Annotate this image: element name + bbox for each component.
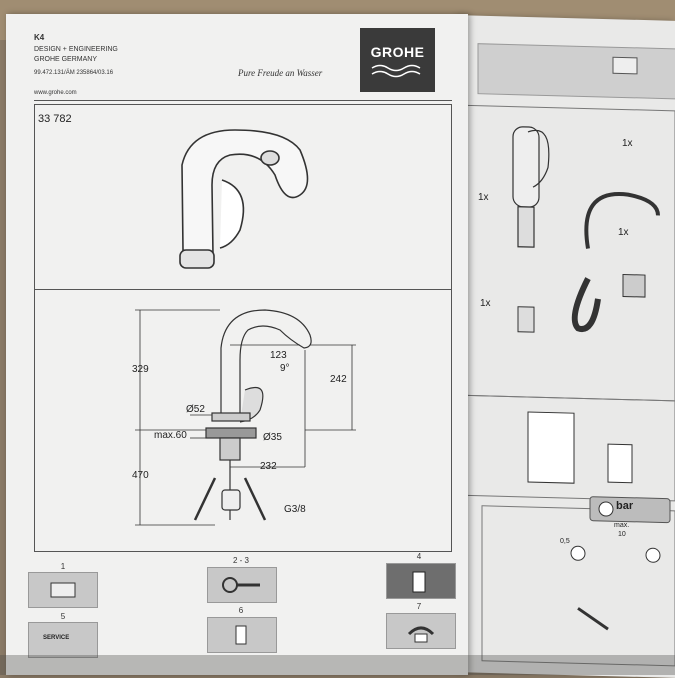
dim-470: 470 [132, 470, 149, 481]
step-6-box[interactable] [207, 617, 277, 653]
wrench-icon [222, 577, 260, 593]
step-7-box[interactable] [386, 613, 456, 649]
gauge-icon [598, 501, 614, 517]
cleaning-icon [235, 625, 247, 645]
max-pressure-value: 10 [618, 531, 626, 538]
hose-loop-part [571, 277, 601, 332]
header-line3: GROHE GERMANY [34, 56, 98, 63]
book-icon [612, 56, 638, 75]
frame-top [34, 104, 452, 105]
dim-9deg: 9° [280, 363, 290, 374]
step-4-number: 4 [416, 552, 422, 561]
step-23-box[interactable] [207, 567, 277, 603]
dim-max60: max.60 [154, 430, 187, 441]
hex-key-icon [577, 607, 609, 631]
leaflet-icon [607, 443, 633, 484]
header-website: www.grohe.com [34, 90, 77, 96]
bottom-shadow [0, 655, 675, 675]
brand-slogan: Pure Freude an Wasser [238, 68, 323, 78]
step-5-box[interactable]: SERVICE [28, 622, 98, 658]
step-23-number: 2 - 3 [232, 556, 249, 565]
step-7-number: 7 [416, 602, 422, 611]
qty-faucet: 1x [478, 192, 489, 203]
nut-part [622, 273, 646, 298]
header-line4: 99.472.131/ÄM 235864/03.16 [34, 70, 114, 76]
requirements-panel [481, 505, 675, 667]
dim-242: 242 [330, 374, 347, 385]
logo-text: GROHE [370, 44, 425, 60]
faucet-body-part [512, 126, 550, 248]
qty-hose: 1x [618, 227, 629, 238]
step-6-number: 6 [238, 606, 244, 615]
frame-left [34, 104, 35, 552]
right-sheet-drawings [461, 43, 675, 667]
product-code: 33 782 [38, 113, 72, 125]
dim-52: Ø52 [186, 404, 205, 415]
frame-middle [34, 289, 452, 290]
min-pressure-gauge-icon [570, 545, 586, 561]
step-5-number: 5 [60, 612, 66, 621]
frame-bottom [34, 551, 452, 552]
max-pressure-label: max. [614, 522, 630, 529]
pressure-unit: bar [616, 500, 634, 512]
qty-spray: 1x [622, 138, 633, 149]
step-4-box[interactable] [386, 563, 456, 599]
frame-right [451, 104, 452, 552]
header-divider [34, 100, 452, 101]
step-5-service-label: SERVICE [43, 635, 70, 641]
wave-icon [371, 64, 421, 78]
min-pressure-value: 0,5 [560, 538, 570, 545]
manual-document-icon [527, 411, 575, 484]
phone-icon [407, 626, 435, 643]
dim-35: Ø35 [263, 432, 282, 443]
max-pressure-gauge-icon [645, 547, 661, 563]
step-1-number: 1 [60, 562, 66, 571]
dim-123: 123 [270, 350, 287, 361]
header-line2: DESIGN + ENGINEERING [34, 46, 118, 53]
step-1-box[interactable] [28, 572, 98, 608]
dim-232: 232 [260, 461, 277, 472]
hose-part [584, 192, 660, 249]
right-instruction-sheet [458, 15, 675, 678]
book-icon [50, 582, 76, 598]
faucet-icon [412, 571, 426, 593]
qty-adapter: 1x [480, 298, 491, 309]
header-line1: K4 [34, 33, 45, 42]
dim-thread: G3/8 [284, 504, 306, 515]
dim-329: 329 [132, 364, 149, 375]
grohe-logo: GROHE [360, 28, 435, 92]
adapter-part [517, 306, 535, 333]
